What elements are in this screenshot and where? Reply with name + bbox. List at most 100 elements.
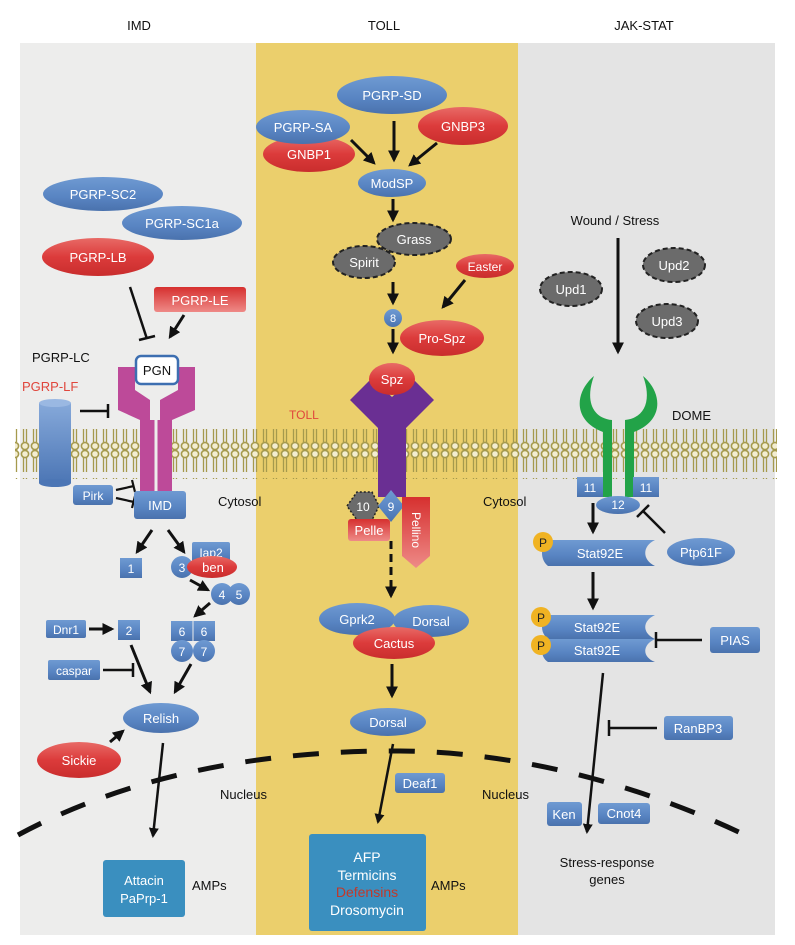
svg-text:PGRP-SC1a: PGRP-SC1a	[145, 216, 219, 231]
svg-text:Cactus: Cactus	[374, 636, 415, 651]
svg-text:P: P	[539, 536, 547, 550]
node-3: 3	[171, 556, 193, 578]
svg-text:Ptp61F: Ptp61F	[680, 545, 722, 560]
pgn: PGN	[134, 354, 180, 386]
pgrp-lc-label: PGRP-LC	[32, 350, 90, 365]
upd2: Upd2	[642, 247, 706, 283]
svg-text:AFP: AFP	[353, 849, 380, 865]
pirk: Pirk	[73, 485, 113, 505]
pgrp-lb: PGRP-LB	[42, 238, 154, 276]
dnr1: Dnr1	[46, 620, 86, 638]
svg-text:Upd2: Upd2	[658, 258, 689, 273]
svg-text:Drosomycin: Drosomycin	[330, 902, 404, 918]
dorsal-free: Dorsal	[350, 708, 426, 736]
svg-text:caspar: caspar	[56, 664, 92, 678]
inhibit-pirk	[115, 484, 135, 492]
svg-text:Cnot4: Cnot4	[607, 806, 642, 821]
svg-text:Spz: Spz	[381, 372, 403, 387]
imd-amp-box: Attacin PaPrp-1	[103, 860, 185, 917]
inhibit-lb-pgn	[128, 286, 149, 340]
dome-receptor	[579, 376, 658, 497]
svg-text:P: P	[537, 639, 545, 653]
sickie: Sickie	[37, 742, 121, 778]
svg-text:5: 5	[236, 588, 243, 602]
svg-text:PGN: PGN	[143, 363, 171, 378]
cytosol-label-imd: Cytosol	[218, 494, 261, 509]
svg-text:12: 12	[611, 498, 625, 512]
svg-text:PGRP-LE: PGRP-LE	[171, 293, 228, 308]
svg-text:Stat92E: Stat92E	[574, 643, 621, 658]
svg-text:Dorsal: Dorsal	[369, 715, 407, 730]
svg-text:PGRP-SA: PGRP-SA	[274, 120, 333, 135]
svg-text:7: 7	[201, 645, 208, 659]
nuclear-envelope	[16, 748, 747, 838]
svg-text:Gprk2: Gprk2	[339, 612, 374, 627]
ptp61f: Ptp61F	[667, 538, 735, 566]
stress-response-genes-line2: genes	[589, 872, 625, 887]
svg-text:GNBP1: GNBP1	[287, 147, 331, 162]
header-imd: IMD	[127, 18, 151, 33]
stat92e-single: P Stat92E	[533, 532, 655, 566]
svg-text:ModSP: ModSP	[371, 176, 414, 191]
svg-text:Upd3: Upd3	[651, 314, 682, 329]
cytosol-label-toll: Cytosol	[483, 494, 526, 509]
svg-text:RanBP3: RanBP3	[674, 721, 722, 736]
node-9: 9	[378, 490, 404, 522]
node-1: 1	[120, 558, 142, 578]
pgrp-sc1a: PGRP-SC1a	[122, 206, 242, 240]
svg-text:Easter: Easter	[468, 260, 503, 274]
relish: Relish	[123, 703, 199, 733]
svg-text:PIAS: PIAS	[720, 633, 750, 648]
ken: Ken	[547, 802, 582, 826]
svg-text:Deaf1: Deaf1	[403, 776, 438, 791]
caspar: caspar	[48, 660, 100, 680]
gnbp3: GNBP3	[418, 107, 508, 145]
pgrp-sa: PGRP-SA	[256, 110, 350, 144]
svg-text:ben: ben	[202, 560, 224, 575]
pgrp-lc-receptor	[118, 367, 195, 497]
gnbp1: GNBP1	[263, 136, 355, 172]
wound-stress-label: Wound / Stress	[571, 213, 660, 228]
arrow-le-pgn	[168, 314, 186, 340]
node-6-7: 6 6 7 7	[171, 621, 215, 662]
svg-text:Pelle: Pelle	[355, 523, 384, 538]
svg-text:Pro-Spz: Pro-Spz	[419, 331, 466, 346]
svg-text:PaPrp-1: PaPrp-1	[120, 891, 168, 906]
svg-text:7: 7	[179, 645, 186, 659]
svg-text:Ken: Ken	[552, 807, 575, 822]
pgrp-le: PGRP-LE	[154, 287, 246, 312]
spirit: Spirit	[332, 245, 396, 279]
stat92e-dimer: P P Stat92E Stat92E	[531, 607, 655, 662]
ben: ben	[187, 556, 237, 578]
svg-text:3: 3	[179, 561, 186, 575]
svg-text:11: 11	[640, 481, 653, 495]
defensins-label: Defensins	[336, 884, 398, 900]
svg-text:P: P	[537, 611, 545, 625]
ranbp3: RanBP3	[664, 716, 733, 740]
toll-receptor	[350, 378, 434, 497]
svg-text:Pellino: Pellino	[409, 512, 423, 548]
svg-text:11: 11	[584, 481, 597, 495]
imd-protein: IMD	[134, 491, 186, 519]
svg-text:Stat92E: Stat92E	[577, 546, 624, 561]
deaf1: Deaf1	[395, 773, 445, 793]
node-12: 12	[596, 496, 640, 514]
node-4-5: 4 5	[211, 583, 250, 605]
easter: Easter	[456, 254, 514, 278]
svg-text:8: 8	[390, 313, 396, 325]
pgrp-lf-cylinder	[39, 399, 71, 487]
spz: Spz	[369, 363, 415, 395]
svg-text:PGRP-LB: PGRP-LB	[69, 250, 126, 265]
svg-text:Upd1: Upd1	[555, 282, 586, 297]
svg-text:4: 4	[219, 588, 226, 602]
svg-text:6: 6	[179, 625, 186, 639]
pgrp-sd: PGRP-SD	[337, 76, 447, 114]
svg-text:GNBP3: GNBP3	[441, 119, 485, 134]
svg-text:6: 6	[201, 625, 208, 639]
svg-text:PGRP-SD: PGRP-SD	[362, 88, 421, 103]
modsp: ModSP	[358, 169, 426, 197]
pellino: Pellino	[402, 497, 430, 568]
nucleus-label-imd: Nucleus	[220, 787, 267, 802]
svg-text:Relish: Relish	[143, 711, 179, 726]
